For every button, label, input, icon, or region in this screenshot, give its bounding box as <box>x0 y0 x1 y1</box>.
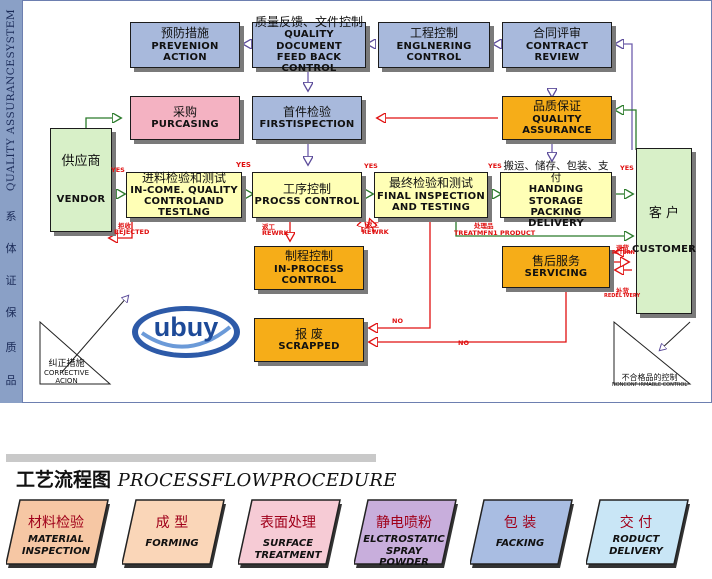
no-label-2: NO <box>458 339 469 347</box>
step-arrow-shape <box>238 499 342 568</box>
ubuy-logo: ubuy <box>130 303 242 361</box>
in-process-control-box: 制程控制 IN-PROCESS CONTROL <box>254 246 364 290</box>
treatment-label-cn: 处理品 <box>474 222 494 230</box>
servicing-box: 售后服务 SERVICING <box>502 246 610 288</box>
step-arrow-shape <box>6 499 110 568</box>
step-label-cn: 表面处理 <box>260 515 316 531</box>
rework-label-en-2: REWRK <box>362 228 389 236</box>
treatment-label-en: TREATMFN1 PRODUCT <box>454 229 536 237</box>
step-label-en: FORMING <box>128 538 216 550</box>
sidebar-char-4: 保 <box>5 306 17 319</box>
sidebar-char-5: 质 <box>5 341 17 354</box>
step-label-en-1: SURFACE TREATMENT <box>254 538 322 561</box>
redeliver-label-en: REDEL IVERY <box>604 293 641 299</box>
step-label-en-1: FACKING <box>495 538 545 549</box>
purchasing-box: 采购 PURCASING <box>130 96 240 140</box>
yes-label-1: YES <box>111 166 125 174</box>
step-label-cn: 交 付 <box>619 515 653 531</box>
vendor-box: 供应商 VENDOR <box>50 128 112 232</box>
step-label-en: FACKING <box>476 538 564 550</box>
sidebar-char-6: 品 <box>5 374 17 387</box>
quality-assurance-box: 品质保证 QUALITY ASSURANCE <box>502 96 612 140</box>
process-step-5: 包 装 FACKING <box>470 498 578 572</box>
step-label-en-1: ELCTROSTATIC <box>363 534 445 545</box>
return-label-en: RETURN <box>612 250 635 256</box>
quality-feedback-box: 质量反馈、文件控制 QUALITY DOCUMENT FEED BACK CON… <box>252 15 366 74</box>
first-inspection-box: 首件检验 FIRSTISPECTION <box>252 96 362 140</box>
incoming-inspection-box: 进料检验和测试 IN-COME. QUALITY CONTROLAND TEST… <box>126 171 242 218</box>
step-arrow-shape <box>354 499 458 568</box>
yes-label-4: YES <box>488 162 502 170</box>
step-label-cn: 包 装 <box>503 515 537 531</box>
nonconforming-control-label: 不合格品的控制 NONCONF IRMABLE CONTROL <box>612 373 688 388</box>
step-label-cn: 静电喷粉 <box>376 515 432 531</box>
process-step-2: 成 型 FORMING <box>122 498 230 572</box>
step-label-en-2: SPRAY POWDER <box>379 545 429 569</box>
sidebar-char-3: 证 <box>5 274 17 287</box>
reject-label-cn: 拒收 <box>118 222 131 230</box>
rework-label-en-1: REWRK <box>262 229 289 237</box>
step-label-en: SURFACE TREATMENT <box>244 538 332 561</box>
engineering-control-box: 工程控制 ENGLNERING CONTROL <box>378 22 490 68</box>
scrapped-box: 报 废 SCRAPPED <box>254 318 364 362</box>
yes-label-2: YES <box>236 161 251 169</box>
redeliver-label-cn: 补货 <box>616 287 629 295</box>
yes-label-5: YES <box>620 164 634 172</box>
final-inspection-box: 最终检验和测试 FINAL INSPECTION AND TESTING <box>374 172 488 218</box>
step-label-en-1: RODUCT <box>612 534 660 545</box>
step-label-cn: 成 型 <box>155 515 189 531</box>
rework-label-cn-2: 返工 <box>366 221 379 229</box>
sidebar <box>0 0 22 403</box>
logo-text: ubuy <box>153 312 219 342</box>
step-arrow-shape <box>586 499 690 568</box>
no-label-1: NO <box>392 317 403 325</box>
step-label-en-2: INSPECTION <box>21 545 91 557</box>
step-label-en-1: FORMING <box>145 538 199 549</box>
step-arrow-shape <box>122 499 226 568</box>
sidebar-char-1: 系 <box>5 210 17 223</box>
process-step-3: 表面处理 SURFACE TREATMENT <box>238 498 346 572</box>
step-label-en-2: DELIVERY <box>609 545 663 557</box>
process-control-box: 工序控制 PROCSS CONTROL <box>252 172 362 218</box>
handling-delivery-box: 搬运、储存、包装、支付 HANDING STORAGE PACKING DELI… <box>500 160 612 229</box>
step-arrow-shape <box>470 499 574 568</box>
section-divider <box>6 454 376 462</box>
process-flow-title: 工艺流程图 PROCESSFLOWPROCEDURE <box>16 469 397 491</box>
return-label-cn: 退货 <box>616 244 629 252</box>
rework-label-cn-1: 返工 <box>262 223 275 231</box>
corrective-action-label: 纠正措施 CORRECTIVE ACION <box>44 359 89 385</box>
reject-label-en: REJECTED <box>114 228 150 236</box>
step-label-cn: 材料检验 <box>28 515 84 531</box>
customer-box: 客 户 CUSTOMER <box>632 148 696 314</box>
sidebar-char-2: 体 <box>5 242 17 255</box>
step-label-en-1: MATERIAL <box>28 534 84 545</box>
contract-review-box: 合同评审 CONTRACT REVIEW <box>502 22 612 68</box>
yes-label-3: YES <box>364 162 378 170</box>
prevention-action-box: 预防措施 PREVENION ACTION <box>130 22 240 68</box>
